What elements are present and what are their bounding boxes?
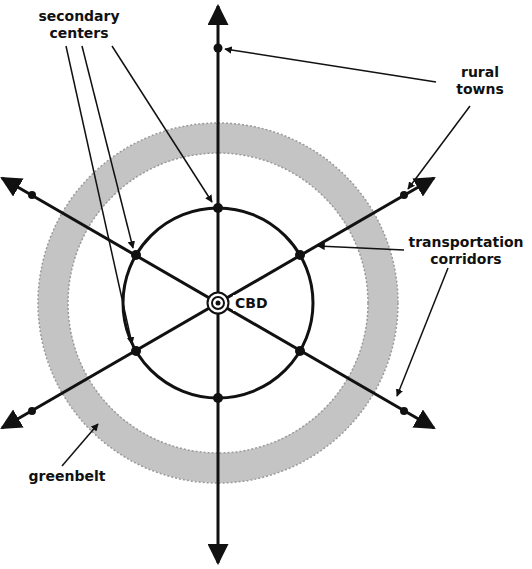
secondary-center-dots [131, 203, 305, 403]
cbd-node: CBD [206, 291, 270, 315]
annotation-label: greenbelt [22, 468, 112, 485]
cbd-circle [206, 291, 230, 315]
annotation-label: secondary centers [24, 8, 134, 42]
corridor-axis [2, 178, 434, 428]
annotation-label: transportation corridors [406, 234, 526, 268]
leader-lines [62, 46, 470, 466]
node-label: CBD [233, 295, 270, 311]
rural-town-dots [28, 44, 408, 416]
annotation-label: rural towns [438, 64, 522, 98]
corridor-axis [217, 6, 220, 563]
corridor-axis [2, 178, 434, 428]
